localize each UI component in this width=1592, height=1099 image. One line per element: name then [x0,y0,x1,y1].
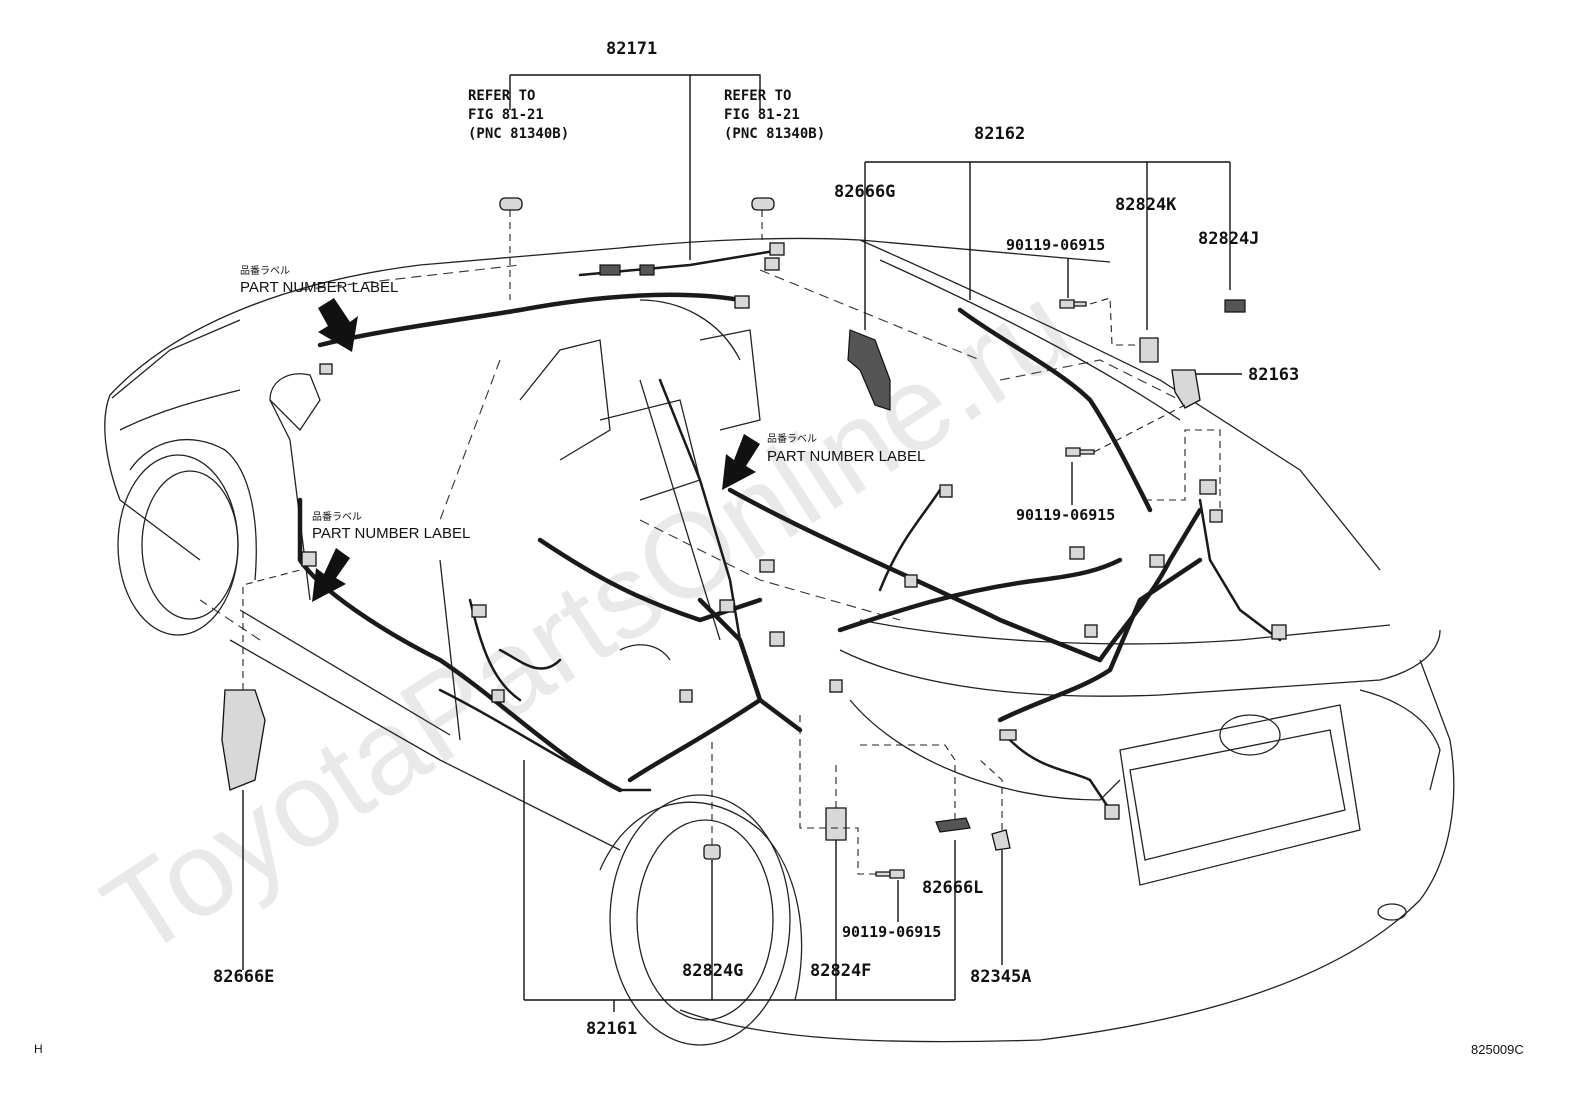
part-label-jp-3: 品番ラベル [312,511,362,523]
part-82824j: 82824J [1198,229,1259,249]
clip-82824g [703,844,721,860]
room-lamp-plug-right [751,197,775,211]
bolt-bottom-label: 90119-06915 [842,923,941,941]
refer-right-line1: REFER TO [724,88,791,104]
bolt-mid [1065,447,1095,457]
leader-lines [242,74,1242,1012]
watermark: ToyotaPartsOnline.ru [81,259,1094,982]
wire-harness-82171 [317,242,785,375]
arrow-icon [722,434,760,490]
part-82666g: 82666G [834,182,895,202]
bracket-82666g [847,329,891,411]
part-82162: 82162 [974,124,1025,144]
arrow-icon [312,548,350,602]
wire-harness-82162 [727,307,1287,820]
room-lamp-plug-left [499,197,523,211]
car-body-outline [104,237,1455,1046]
refer-right-line3: (PNC 81340B) [724,126,825,142]
part-label-en-1: PART NUMBER LABEL [240,279,398,296]
part-82666e: 82666E [213,967,274,987]
part-82824k: 82824K [1115,195,1177,215]
refer-left-line2: FIG 81-21 [468,107,544,123]
clip-82824j [1224,299,1246,313]
bracket-82666l [935,817,971,833]
bracket-82666e [221,689,266,791]
refer-left-line3: (PNC 81340B) [468,126,569,142]
part-82171: 82171 [606,39,657,59]
clips-and-brackets [221,197,1246,879]
labels: 82171 REFER TO FIG 81-21 (PNC 81340B) RE… [34,39,1524,1057]
part-label-en-3: PART NUMBER LABEL [312,525,470,542]
clamp-82824k [1139,337,1159,363]
clamp-82824f [825,807,847,841]
bolt-top-label: 90119-06915 [1006,236,1105,254]
part-82163: 82163 [1248,365,1299,385]
part-label-jp-2: 品番ラベル [767,433,817,445]
part-82345a: 82345A [970,967,1031,987]
label-arrows [312,298,760,602]
part-82666l: 82666L [922,878,983,898]
protector-82163 [1171,369,1201,409]
footer-left-mark: H [34,1042,43,1056]
bolt-bottom [875,869,905,879]
part-label-en-2: PART NUMBER LABEL [767,448,925,465]
refer-left-line1: REFER TO [468,88,535,104]
figure-code: 825009C [1471,1042,1524,1057]
part-label-jp-1: 品番ラベル [240,265,290,277]
bolt-top [1059,299,1087,309]
bolt-mid-label: 90119-06915 [1016,506,1115,524]
clip-82345a [991,829,1011,851]
part-82161: 82161 [586,1019,637,1039]
refer-right-line2: FIG 81-21 [724,107,800,123]
part-82824g: 82824G [682,961,743,981]
arrow-icon [318,298,358,352]
part-82824f: 82824F [810,961,871,981]
